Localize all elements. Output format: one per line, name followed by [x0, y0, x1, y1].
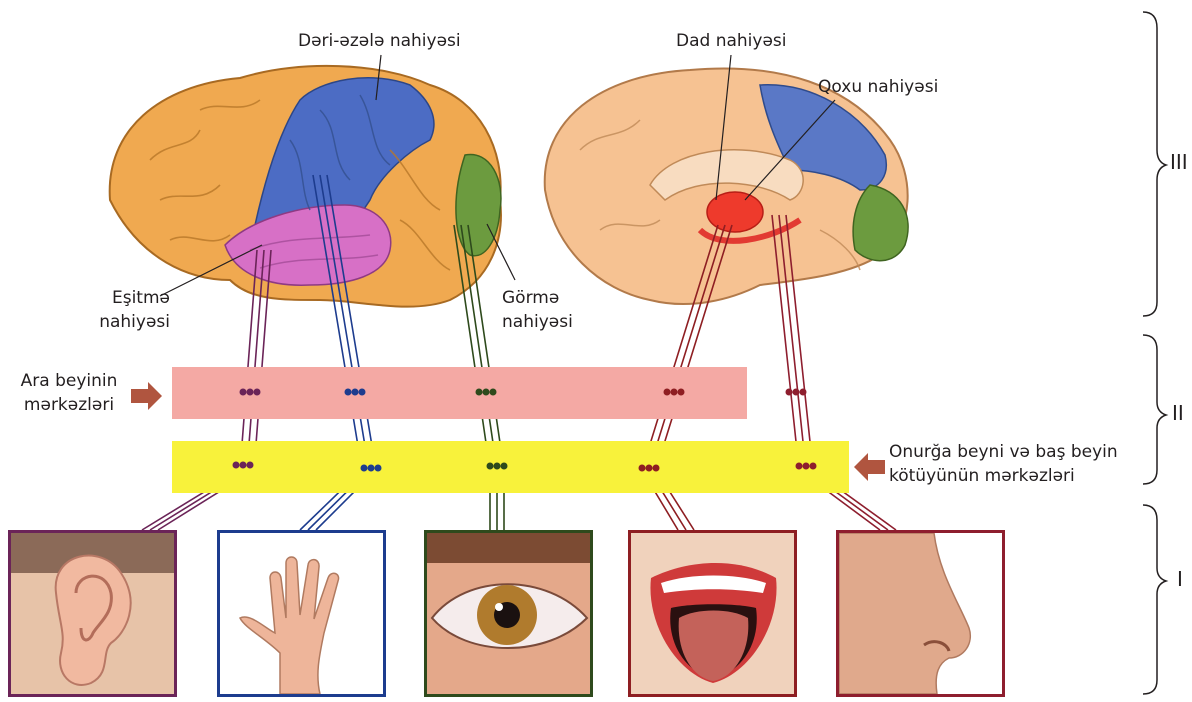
tongue-box — [628, 530, 797, 697]
spinal-label-line1: Onurğa beyni və baş beyin — [889, 440, 1118, 464]
level1-brace — [1143, 505, 1166, 694]
eye-box — [424, 530, 593, 697]
ear-box — [8, 530, 177, 697]
level-braces — [1143, 12, 1166, 694]
diencephalon-centers-label: Ara beyinin mərkəzləri — [10, 369, 128, 417]
ear-icon — [11, 533, 174, 694]
diencephalon-label-line2: mərkəzləri — [10, 393, 128, 417]
tongue-icon — [631, 533, 794, 694]
spinal-label-line2: kötüyünün mərkəzləri — [889, 464, 1118, 488]
visual-label-line2: nahiyəsi — [502, 310, 573, 334]
olfactory-area-label: Qoxu nahiyəsi — [818, 75, 938, 99]
level3-brace — [1143, 12, 1166, 316]
level3-label: III — [1170, 150, 1188, 174]
auditory-area-label: Eşitmə nahiyəsi — [60, 286, 170, 334]
level2-brace — [1143, 335, 1166, 484]
diencephalon-label-line1: Ara beyinin — [10, 369, 128, 393]
hand-box — [217, 530, 386, 697]
auditory-label-line1: Eşitmə — [60, 286, 170, 310]
somatosensory-area-label: Dəri-əzələ nahiyəsi — [298, 29, 461, 53]
spinal-centers-label: Onurğa beyni və baş beyin kötüyünün mərk… — [889, 440, 1118, 488]
level1-label: I — [1177, 567, 1183, 591]
spinal-arrow-icon — [854, 453, 885, 481]
nose-icon — [839, 533, 1002, 694]
level2-label: II — [1172, 401, 1184, 425]
visual-area-label: Görmə nahiyəsi — [502, 286, 573, 334]
auditory-label-line2: nahiyəsi — [60, 310, 170, 334]
eye-icon — [427, 533, 590, 694]
diencephalon-arrow-icon — [131, 382, 162, 410]
visual-label-line1: Görmə — [502, 286, 573, 310]
synapse-dots — [233, 389, 817, 472]
gustatory-area-label: Dad nahiyəsi — [676, 29, 787, 53]
nose-box — [836, 530, 1005, 697]
hand-icon — [220, 533, 383, 694]
